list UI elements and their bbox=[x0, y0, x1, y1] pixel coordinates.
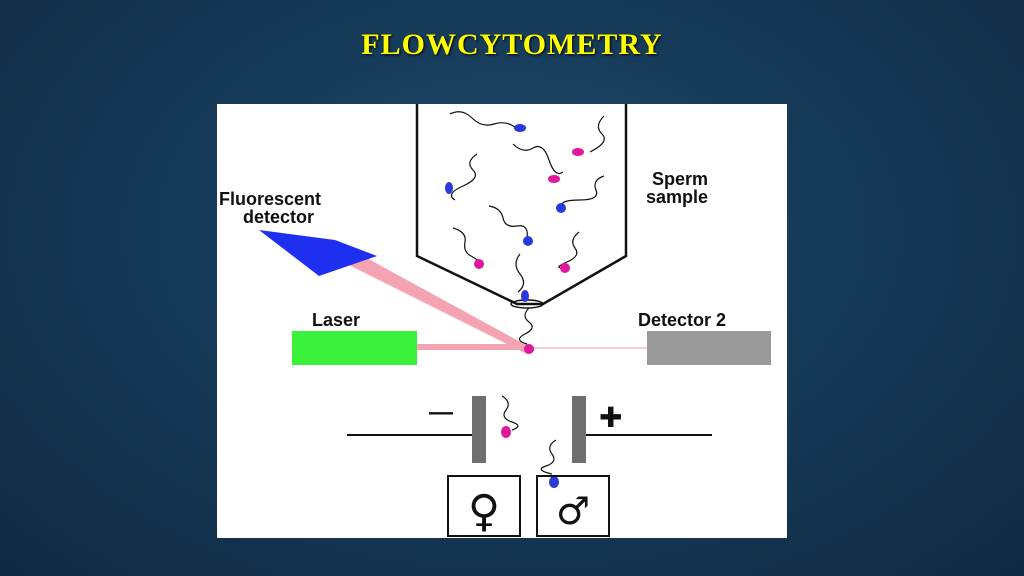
female-symbol: ♀ bbox=[468, 486, 500, 537]
minus-sign: — bbox=[429, 399, 453, 426]
male-symbol: ♂ bbox=[556, 489, 590, 533]
negative-plate bbox=[472, 396, 486, 463]
female-collection-box bbox=[447, 475, 521, 537]
detector2-box bbox=[647, 331, 771, 365]
diagram-canvas: Fluorescent detector Sperm sample Laser … bbox=[219, 104, 771, 537]
plus-sign: ✚ bbox=[599, 401, 622, 434]
fluorescence-beam bbox=[347, 256, 535, 354]
slide-title: FLOWCYTOMETRY bbox=[361, 28, 663, 61]
sperm-heads-in-sample bbox=[445, 124, 584, 302]
fluorescent-detector-box bbox=[259, 230, 377, 276]
laser-label: Laser bbox=[312, 310, 360, 330]
sperm-label-line1: Sperm bbox=[652, 169, 708, 189]
interrogated-sperm-head bbox=[524, 344, 534, 354]
male-collection-box bbox=[536, 475, 610, 537]
male-sperm-tail bbox=[540, 439, 557, 475]
female-sperm-head bbox=[501, 426, 511, 438]
scatter-beam bbox=[529, 347, 647, 349]
female-sperm-tail bbox=[501, 395, 519, 431]
male-sperm-head bbox=[549, 476, 559, 488]
fluorescent-label-line2: detector bbox=[243, 207, 314, 227]
positive-plate bbox=[572, 396, 586, 463]
laser-beam bbox=[417, 344, 529, 350]
detector2-label: Detector 2 bbox=[638, 310, 726, 330]
flowcytometry-diagram: Fluorescent detector Sperm sample Laser … bbox=[217, 104, 787, 538]
laser-box bbox=[292, 331, 417, 365]
sperm-label-line2: sample bbox=[646, 187, 708, 207]
sperm-cells-in-sample bbox=[449, 111, 605, 293]
sample-funnel bbox=[415, 104, 628, 306]
interrogated-sperm-tail bbox=[518, 307, 533, 345]
fluorescent-label-line1: Fluorescent bbox=[219, 189, 321, 209]
